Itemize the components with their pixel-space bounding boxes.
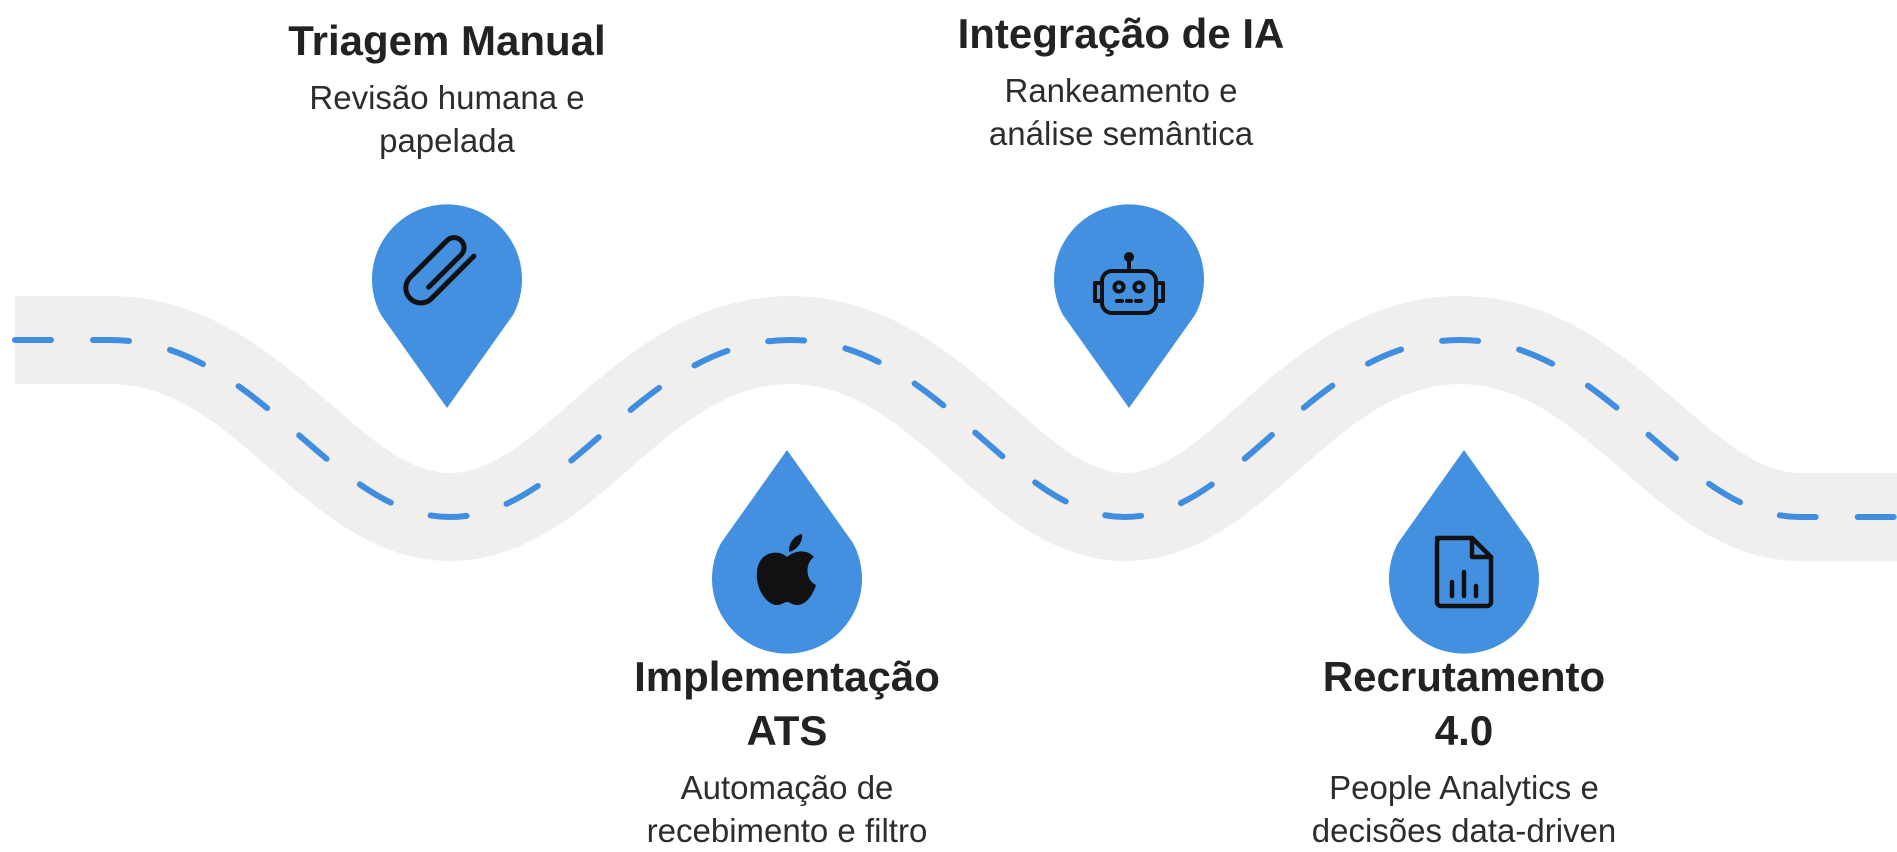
milestone-4: Recrutamento 4.0 People Analytics e deci… <box>1264 650 1664 852</box>
milestone-description: Rankeamento e análise semântica <box>988 72 1254 152</box>
chart-document-icon <box>1434 535 1494 609</box>
milestone-pin-4 <box>1389 450 1540 654</box>
road-center-line <box>12 336 1897 521</box>
milestone-pin-1 <box>372 204 522 408</box>
milestone-1: Triagem Manual Revisão humana e papelada <box>247 14 647 162</box>
milestone-title: Triagem Manual <box>288 17 606 64</box>
robot-icon <box>1093 252 1165 315</box>
milestone-description: Revisão humana e papelada <box>309 79 585 159</box>
road <box>15 295 1897 562</box>
milestone-description: People Analytics e decisões data-driven <box>1311 769 1617 849</box>
milestone-title: Recrutamento 4.0 <box>1322 653 1606 754</box>
milestone-pin-3 <box>1054 204 1204 408</box>
paperclip-icon <box>403 235 477 306</box>
milestone-title: Implementação ATS <box>634 653 940 754</box>
milestone-3: Integração de IA Rankeamento e análise s… <box>921 7 1321 155</box>
milestone-2: Implementação ATS Automação de recebimen… <box>587 650 987 852</box>
milestone-pin-2 <box>712 450 863 654</box>
apple-icon <box>756 534 816 605</box>
milestone-title: Integração de IA <box>957 10 1285 57</box>
milestone-description: Automação de recebimento e filtro <box>646 769 928 849</box>
